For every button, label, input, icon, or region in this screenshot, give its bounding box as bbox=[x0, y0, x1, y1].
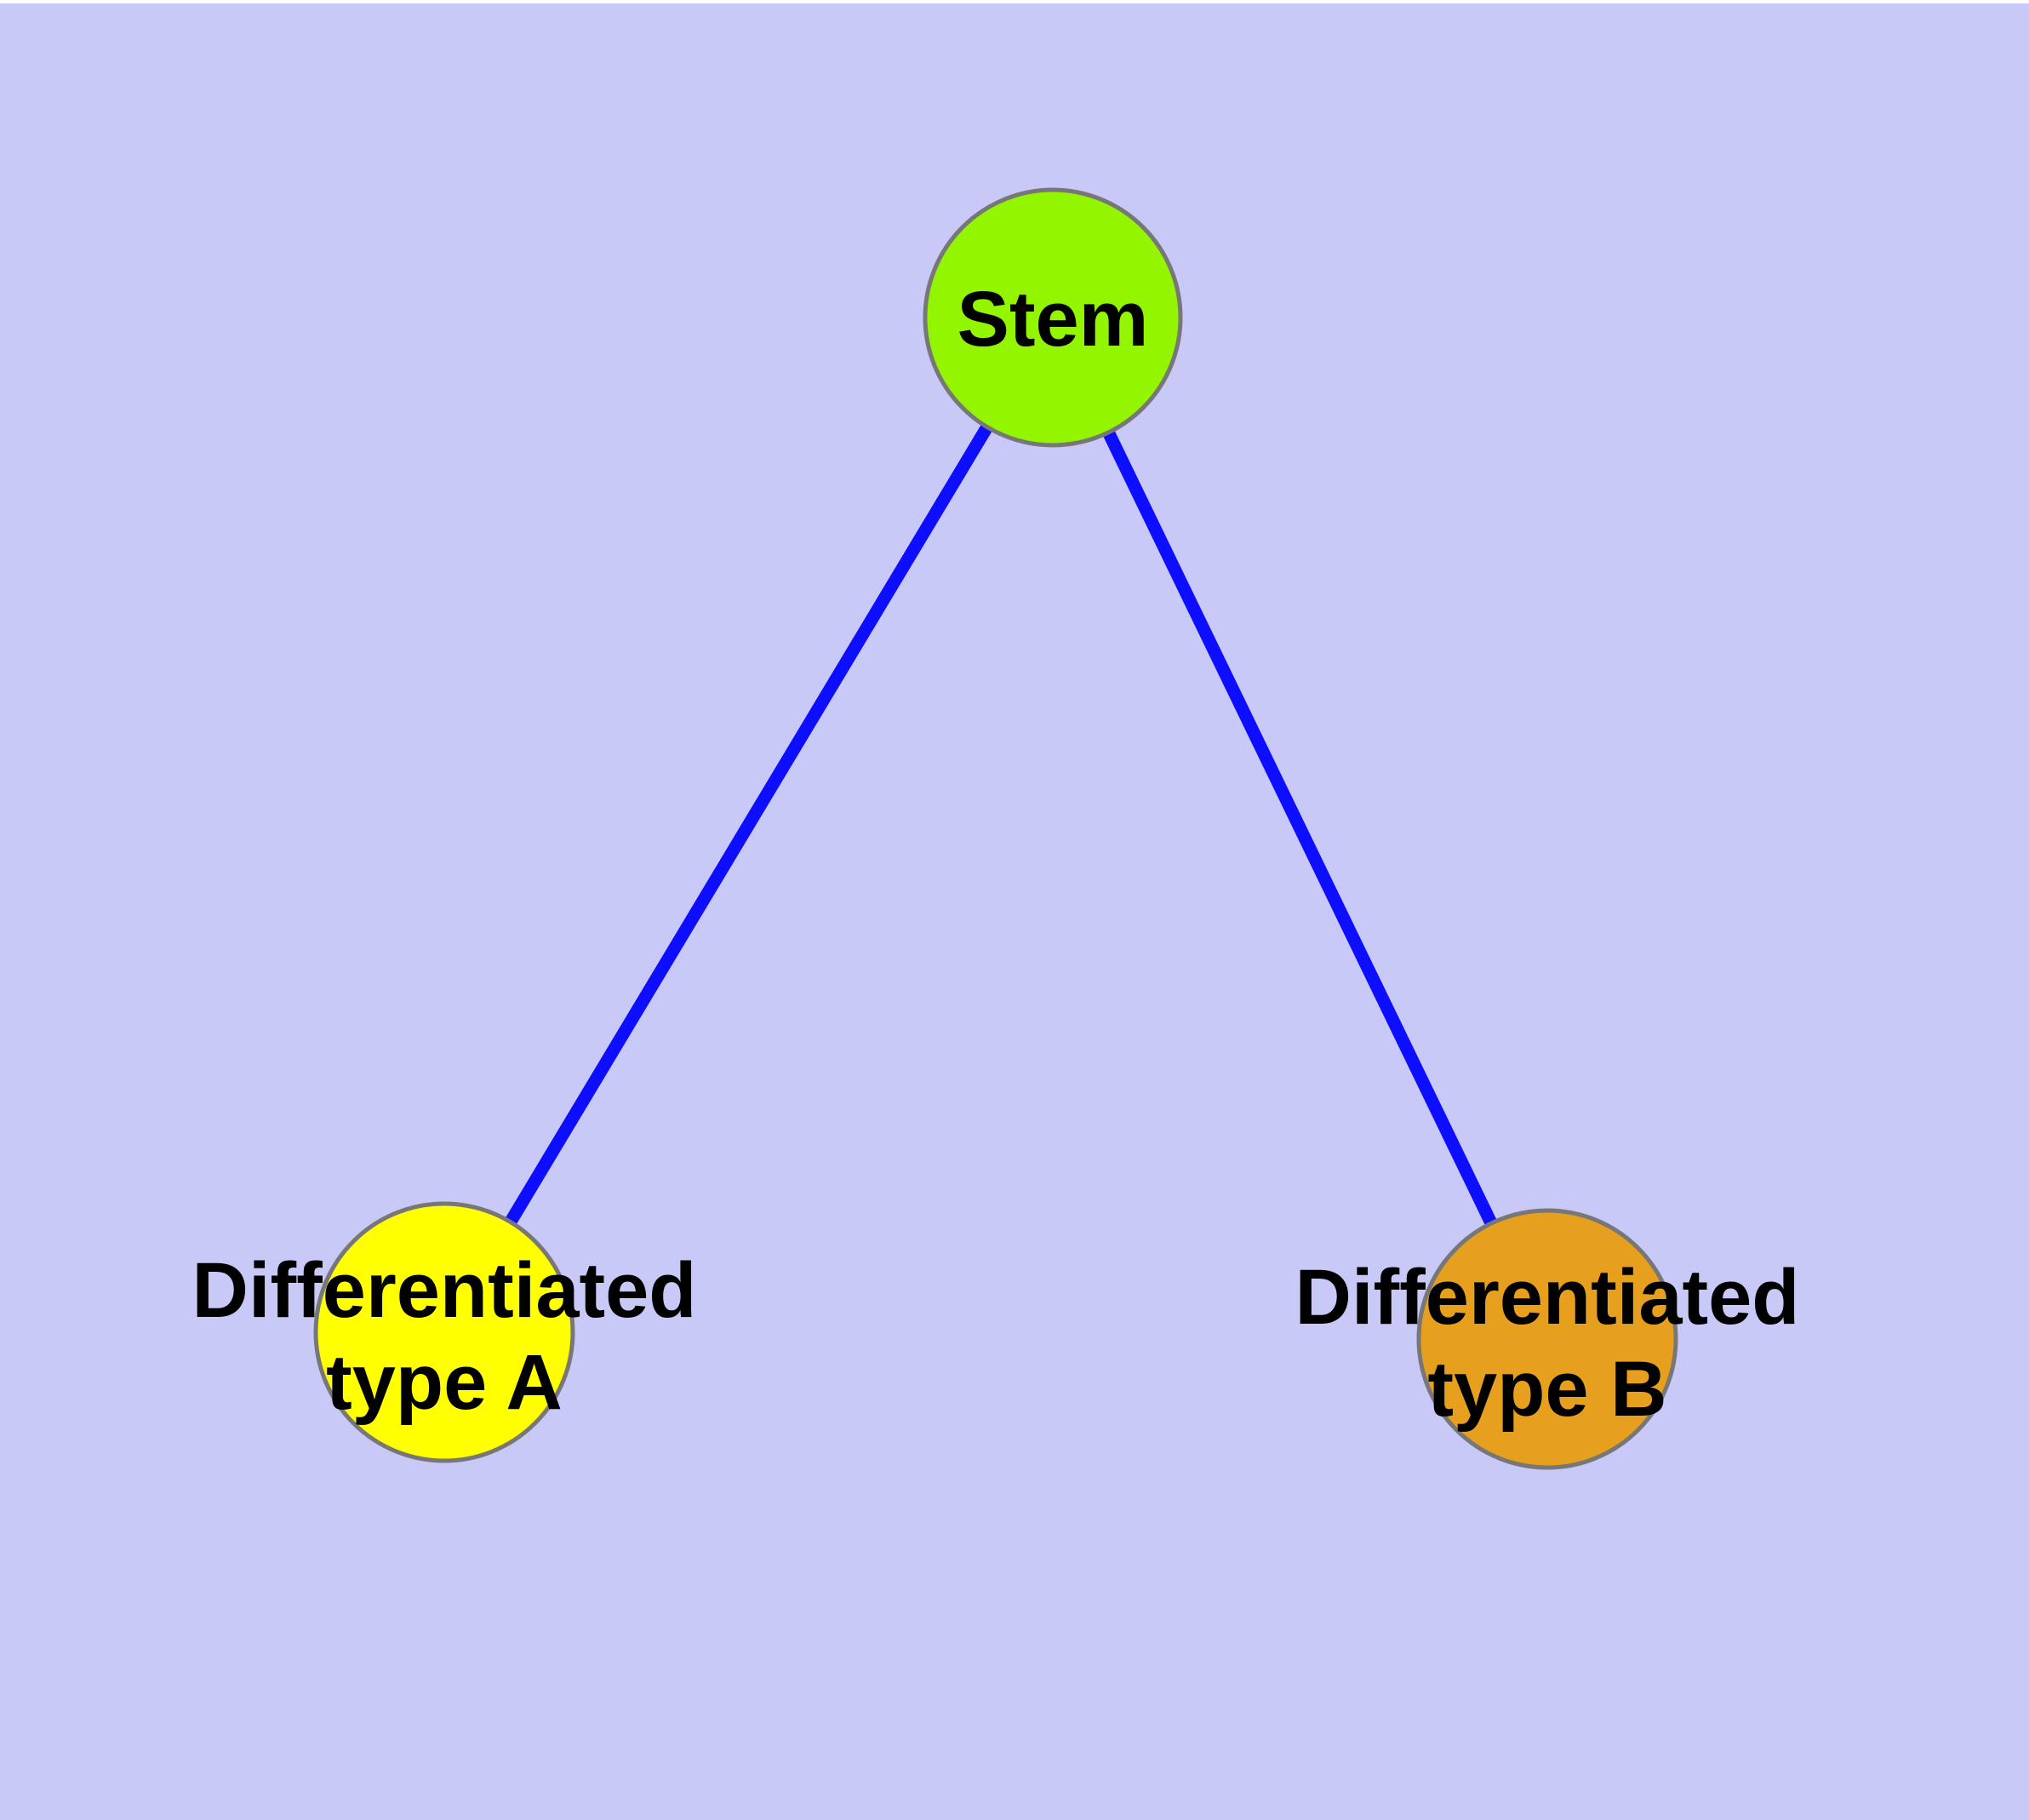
node-stem-circle bbox=[923, 187, 1183, 448]
node-type-a-label-line1: Differentiated bbox=[192, 1247, 697, 1334]
node-type-a-circle bbox=[313, 1201, 575, 1463]
node-type-b-label-line1: Differentiated bbox=[1295, 1254, 1800, 1341]
node-type-a-label-line2: type A bbox=[326, 1339, 563, 1426]
edge-stem-to-type-b bbox=[1047, 314, 1553, 1342]
node-type-b-circle bbox=[1416, 1208, 1678, 1470]
edge-stem-to-type-a bbox=[438, 314, 1059, 1336]
node-stem-label: Stem bbox=[957, 276, 1149, 363]
node-type-b-label-line2: type B bbox=[1427, 1346, 1666, 1433]
